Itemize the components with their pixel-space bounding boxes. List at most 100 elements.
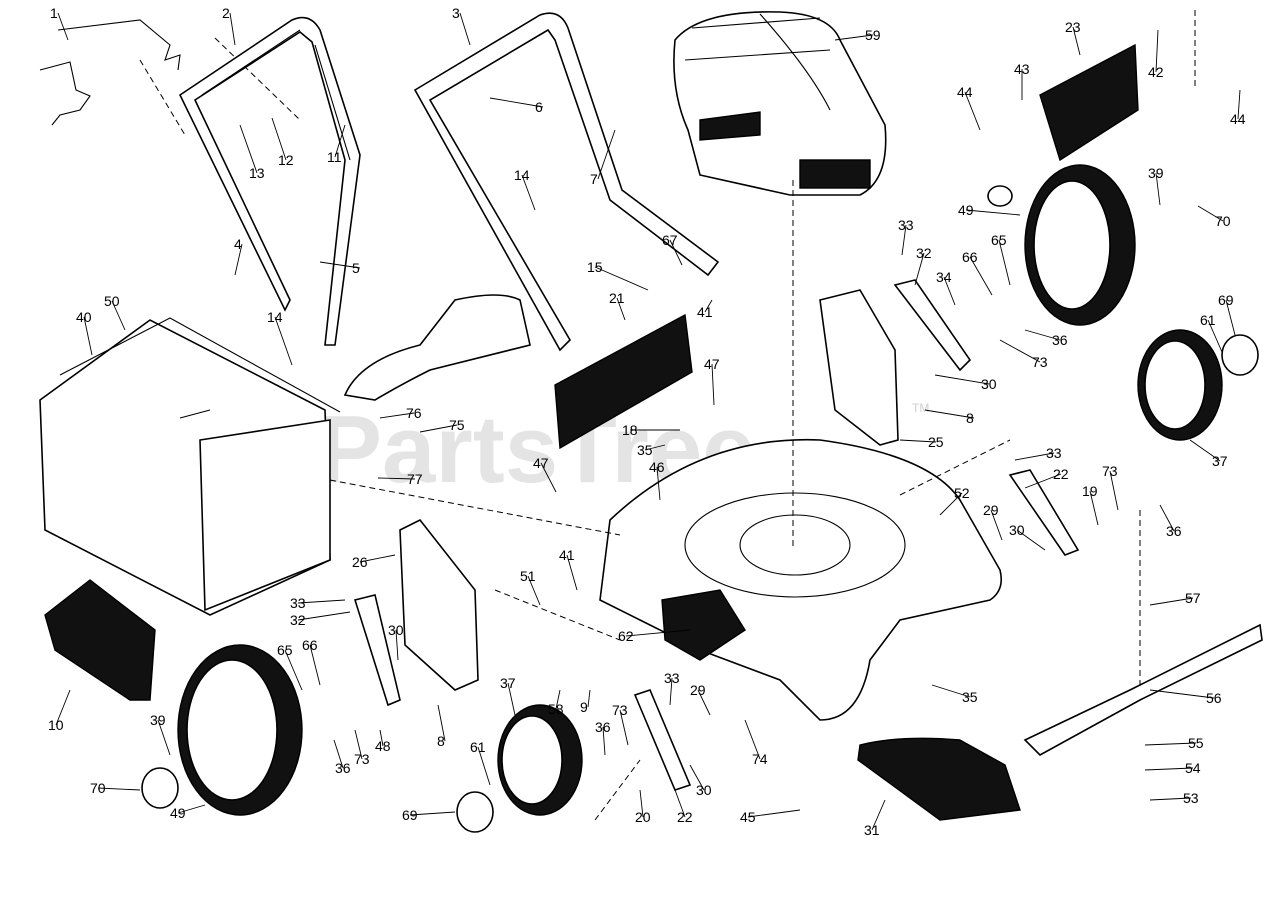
callout-number: 19 — [1082, 483, 1098, 499]
callout-number: 5 — [352, 260, 360, 276]
callout-c4: 4 — [234, 236, 243, 276]
callout-leader-line — [1089, 490, 1099, 526]
mower-deck-52 — [599, 438, 1003, 721]
callout-number: 53 — [1183, 790, 1199, 806]
callout-c69b: 69 — [402, 807, 456, 823]
callout-c11: 11 — [327, 124, 346, 165]
callout-number: 67 — [662, 232, 678, 248]
callout-leader-line — [55, 689, 71, 726]
callout-leader-line — [521, 174, 536, 211]
callout-leader-line — [1149, 689, 1215, 699]
callout-c49b: 49 — [170, 804, 206, 821]
callout-leader-line — [669, 239, 683, 266]
callout-leader-line — [489, 97, 544, 108]
callout-number: 14 — [267, 309, 283, 325]
callout-c61a: 61 — [1200, 312, 1223, 353]
callout-c43: 43 — [1014, 61, 1030, 100]
callout-number: 34 — [936, 269, 952, 285]
callout-number: 32 — [290, 612, 306, 628]
callout-number: 30 — [696, 782, 712, 798]
callout-number: 36 — [1166, 523, 1182, 539]
wheel-rear-left-49 — [177, 644, 303, 816]
callout-number: 33 — [290, 595, 306, 611]
callout-leader-line — [1225, 299, 1236, 336]
callout-leader-line — [747, 809, 801, 818]
callout-leader-line — [674, 789, 686, 818]
callout-leader-line — [157, 719, 171, 756]
callout-c65b: 65 — [277, 642, 303, 691]
callout-leader-line — [1237, 89, 1241, 120]
callout-leader-line — [644, 444, 666, 451]
callout-number: 39 — [1148, 165, 1164, 181]
callout-leader-line — [284, 649, 303, 691]
callout-number: 47 — [704, 356, 720, 372]
callout-c52: 52 — [939, 485, 970, 516]
callout-c57: 57 — [1149, 590, 1201, 606]
callout-number: 14 — [514, 167, 530, 183]
callout-leader-line — [1189, 439, 1221, 462]
callout-number: 4 — [234, 236, 242, 252]
callout-leader-line — [177, 804, 206, 814]
callout-c47a: 47 — [704, 356, 720, 406]
callout-number: 26 — [352, 554, 368, 570]
callout-number: 66 — [962, 249, 978, 265]
callout-number: 36 — [595, 719, 611, 735]
callout-number: 69 — [402, 807, 418, 823]
callout-number: 21 — [609, 290, 625, 306]
callout-leader-line — [1207, 319, 1223, 353]
callout-leader-line — [594, 266, 649, 291]
callout-leader-line — [669, 677, 673, 706]
callout-c77: 77 — [377, 471, 423, 487]
callout-c37a: 37 — [1189, 439, 1228, 469]
assembly-guide-lines — [329, 10, 1196, 821]
wheel-rear-right-49 — [1024, 164, 1136, 326]
rear-flap-23 — [1039, 43, 1139, 162]
callout-number: 59 — [865, 27, 881, 43]
callout-number: 2 — [222, 5, 230, 21]
callout-c50: 50 — [104, 293, 126, 331]
callout-c56: 56 — [1149, 689, 1222, 706]
callout-leader-line — [229, 12, 236, 46]
callout-number: 23 — [1065, 19, 1081, 35]
callout-c36a: 36 — [1024, 329, 1068, 348]
callout-c1: 1 — [50, 5, 69, 41]
callout-leader-line — [914, 252, 925, 286]
callout-leader-line — [939, 492, 963, 516]
callout-leader-line — [409, 811, 456, 816]
callout-leader-line — [744, 719, 761, 760]
callout-c23: 23 — [1065, 19, 1081, 56]
callout-leader-line — [656, 466, 661, 501]
callout-leader-line — [619, 709, 629, 746]
callout-number: 25 — [928, 434, 944, 450]
callout-leader-line — [239, 124, 258, 174]
callout-c46: 46 — [649, 459, 665, 501]
callout-leader-line — [1159, 504, 1175, 532]
callout-c35a: 35 — [637, 442, 666, 458]
callout-leader-line — [1109, 470, 1119, 511]
callout-leader-line — [943, 276, 956, 306]
callout-leader-line — [83, 316, 93, 356]
callout-number: 49 — [958, 202, 974, 218]
callout-leader-line — [616, 297, 626, 321]
callout-c41b: 41 — [559, 547, 578, 591]
callout-number: 29 — [983, 502, 999, 518]
callout-c39a: 39 — [1148, 165, 1164, 206]
callout-c37b: 37 — [500, 675, 516, 716]
lower-handle-wire — [39, 19, 301, 136]
callout-leader-line — [1144, 767, 1194, 771]
callout-c29b: 29 — [690, 682, 711, 716]
callout-leader-line — [924, 409, 975, 419]
callout-leader-line — [527, 575, 541, 606]
callout-number: 32 — [916, 245, 932, 261]
callout-leader-line — [1144, 742, 1197, 746]
hubcaps — [141, 185, 1259, 833]
callout-c9: 9 — [580, 689, 591, 715]
callout-leader-line — [1149, 597, 1194, 606]
rear-baffle-21 — [554, 313, 693, 450]
callout-number: 20 — [635, 809, 651, 825]
callout-leader-line — [711, 363, 715, 406]
callout-number: 65 — [991, 232, 1007, 248]
callout-leader-line — [359, 554, 396, 563]
callout-number: 36 — [1052, 332, 1068, 348]
